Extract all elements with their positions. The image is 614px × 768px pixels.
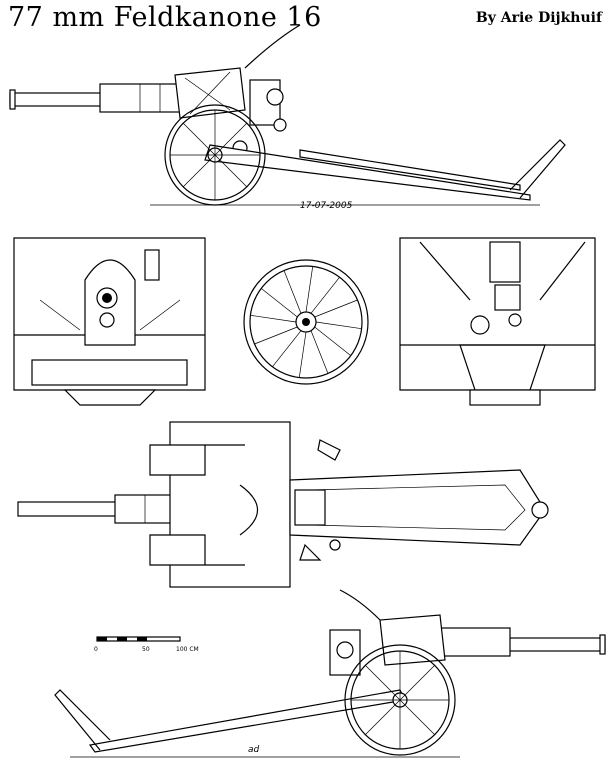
scale-label-0: 0	[94, 646, 98, 653]
wheel-spoke	[283, 270, 302, 314]
wheel-spoke	[272, 330, 302, 368]
wheel-spoke	[310, 330, 329, 374]
wheel-spoke	[314, 299, 358, 318]
top-view	[17, 421, 549, 588]
wheel-spoke	[254, 326, 298, 345]
wheel-spoke	[298, 331, 307, 378]
signature: ad	[248, 745, 260, 755]
wheel-spoke	[315, 321, 362, 330]
wheel-spoke	[260, 288, 298, 318]
wheel-view	[243, 259, 369, 385]
side-view-right: 17-07-2005	[9, 24, 566, 211]
side-view-left: ad	[54, 589, 606, 758]
drawing-title: 77 mm Feldkanone 16	[8, 2, 322, 33]
drawing-date: 17-07-2005	[300, 201, 353, 211]
wheel-spoke	[310, 276, 340, 314]
rear-view	[399, 237, 596, 406]
scale-label-100: 100 CM	[176, 646, 199, 653]
front-view	[13, 237, 206, 406]
author-credit: By Arie Dijkhuif	[475, 10, 602, 26]
wheel-spoke	[305, 266, 314, 313]
wheel-spoke	[314, 326, 352, 356]
wheel-spoke	[250, 314, 297, 323]
scale-label-50: 50	[142, 646, 150, 653]
scale-bar: 0 50 100 CM	[94, 636, 199, 653]
